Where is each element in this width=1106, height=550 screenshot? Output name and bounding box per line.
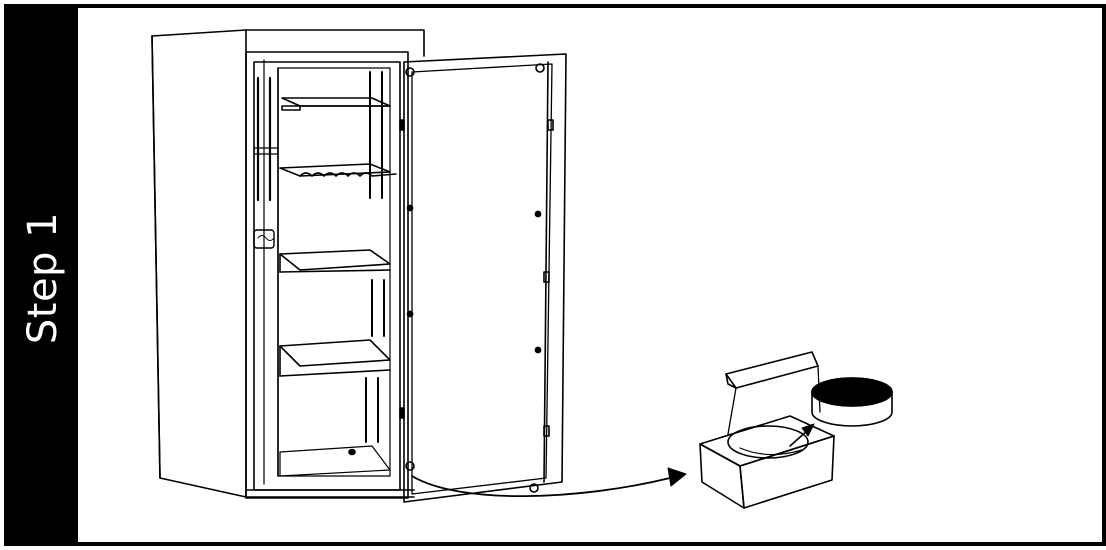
round-disc	[811, 377, 893, 427]
safe-cabinet	[151, 29, 425, 499]
arrow-small-icon	[789, 423, 815, 447]
step-sidebar: Step 1	[8, 8, 78, 542]
shelf	[279, 249, 391, 273]
shelf	[281, 97, 391, 111]
shelf	[279, 339, 391, 377]
safe-door	[399, 53, 567, 503]
arrow-curve-icon	[411, 467, 687, 498]
shelf-rifle-rest	[279, 163, 397, 177]
step-panel: Step 1	[4, 4, 1106, 546]
foam-box	[699, 351, 835, 509]
